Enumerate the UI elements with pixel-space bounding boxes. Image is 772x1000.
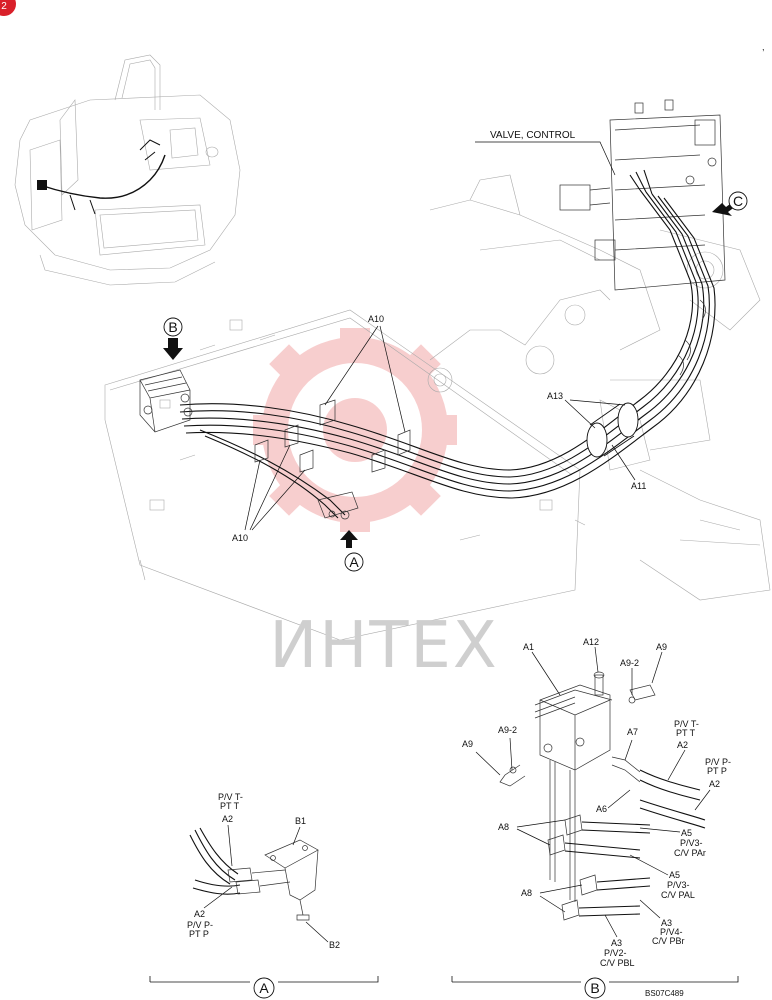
label-pv3-pvar-1: P/V3- xyxy=(680,838,703,848)
watermark-logo xyxy=(253,328,457,532)
section-a-bracket: A xyxy=(149,976,379,999)
section-b-letter: B xyxy=(590,980,599,996)
label-a9-top: A9 xyxy=(656,642,667,652)
label-a5-2: A5 xyxy=(669,870,680,880)
label-pv-p-left-2: PT P xyxy=(189,929,209,939)
pilot-block-b xyxy=(139,369,193,433)
label-pv2-pvbl-1: P/V2- xyxy=(604,948,627,958)
label-a7: A7 xyxy=(627,727,638,737)
label-a1: A1 xyxy=(523,642,534,652)
label-pv3-pvar-2: C/V PAr xyxy=(674,848,706,858)
callout-a-top: A xyxy=(340,530,364,572)
label-a6: A6 xyxy=(596,804,607,814)
label-a9-2-top: A9-2 xyxy=(620,658,639,668)
label-a12: A12 xyxy=(583,637,599,647)
label-b2: B2 xyxy=(329,940,340,950)
label-pv3-pval-1: P/V3- xyxy=(667,880,690,890)
overview-block-icon xyxy=(37,180,47,190)
drawing-code: BS07C489 xyxy=(645,989,684,998)
label-a9-left: A9 xyxy=(462,739,473,749)
label-a3-1: A3 xyxy=(661,918,672,928)
label-pv-t-left-2: PT T xyxy=(220,801,240,811)
label-a2-right-1: A2 xyxy=(677,740,688,750)
label-a13: A13 xyxy=(547,391,563,401)
label-a9-2-left: A9-2 xyxy=(498,725,517,735)
label-a5-1: A5 xyxy=(681,828,692,838)
label-a11: A11 xyxy=(631,481,646,491)
callout-c: C xyxy=(712,191,748,216)
label-pv-p-left-1: P/V P- xyxy=(187,920,213,930)
callout-c-letter: C xyxy=(733,193,743,209)
label-a10-top: A10 xyxy=(368,314,384,324)
a10-clamps xyxy=(254,399,411,473)
label-pv-t-right-2: PT T xyxy=(676,728,696,738)
label-pv4-pvbr-2: C/V PBr xyxy=(652,936,685,946)
page-badge: 2 xyxy=(0,0,16,16)
callout-a-top-letter: A xyxy=(349,554,359,570)
pilot-block-a xyxy=(317,491,359,520)
label-a10-bottom: A10 xyxy=(232,533,248,543)
label-a8-2: A8 xyxy=(521,888,532,898)
label-b1: B1 xyxy=(295,816,306,826)
label-pv4-pvbr-1: P/V4- xyxy=(660,927,683,937)
excavator-overview-sketch xyxy=(14,54,241,286)
page-badge-number: 2 xyxy=(1,1,7,12)
upper-frame-drawing xyxy=(104,174,771,641)
label-pv3-pval-2: C/V PAL xyxy=(661,890,695,900)
callout-b-top-letter: B xyxy=(168,319,177,335)
control-valve-drawing xyxy=(559,99,726,291)
label-a2-left-1: A2 xyxy=(222,814,233,824)
watermark-text: ИНТЕХ xyxy=(269,609,498,683)
detail-b-drawing xyxy=(499,671,706,921)
label-pv-t-left-1: P/V T- xyxy=(218,792,243,802)
section-a-letter: A xyxy=(259,980,269,996)
label-a2-left-2: A2 xyxy=(194,909,205,919)
label-pv-p-right-2: PT P xyxy=(707,766,727,776)
svg-text:,: , xyxy=(762,42,765,52)
section-b-bracket: B xyxy=(451,976,739,999)
label-pv2-pvbl-2: C/V PBL xyxy=(600,958,635,968)
callout-b-top: B xyxy=(163,317,183,360)
label-a2-right-2: A2 xyxy=(709,779,720,789)
hose-bundle xyxy=(179,169,716,519)
label-pv-t-right-1: P/V T- xyxy=(674,719,699,729)
detail-a-drawing xyxy=(189,827,319,921)
label-valve-control: VALVE, CONTROL xyxy=(490,130,576,141)
label-a8-1: A8 xyxy=(498,822,509,832)
label-a3-2: A3 xyxy=(611,938,622,948)
label-pv-p-right-1: P/V P- xyxy=(705,757,731,767)
